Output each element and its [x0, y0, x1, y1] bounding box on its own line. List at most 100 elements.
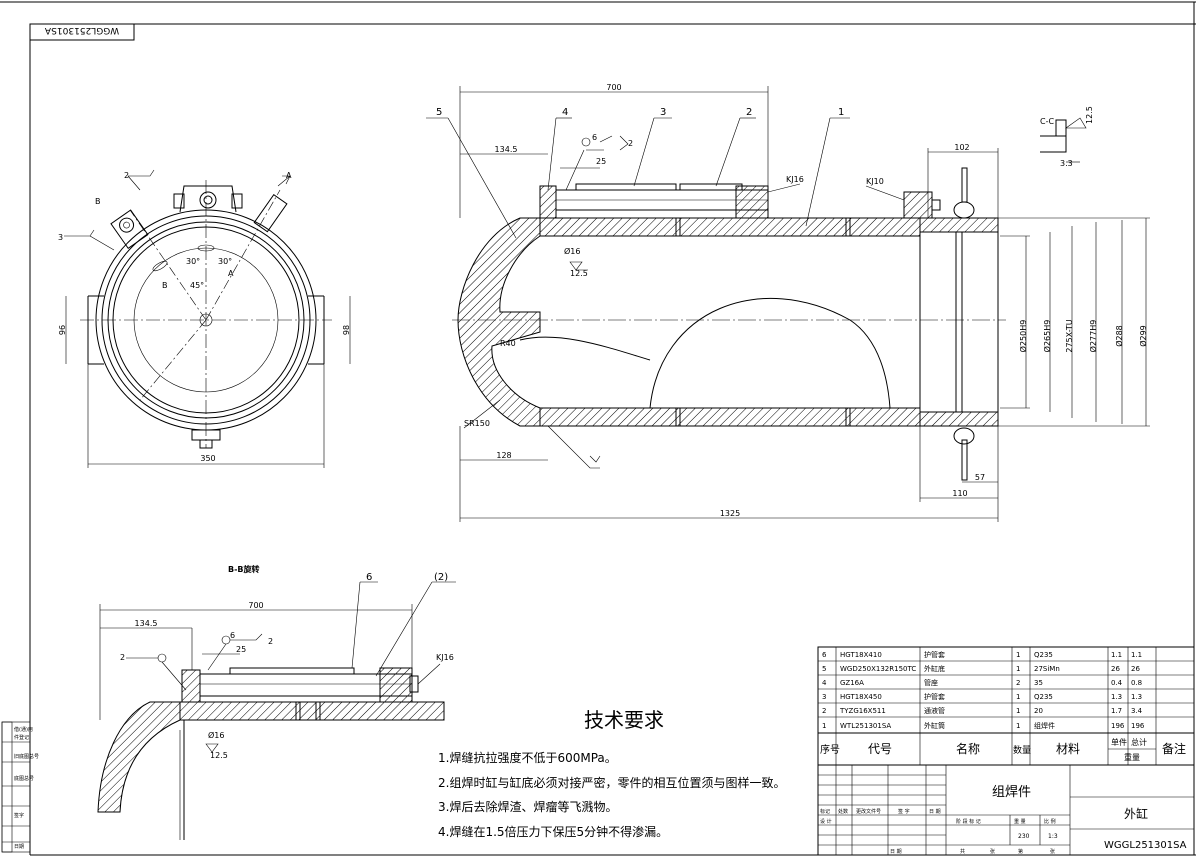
dia-299: Ø299: [1138, 325, 1148, 347]
sec-balloon-2: (2): [434, 572, 448, 583]
front-view: 700 134.5 25 102 1325 128 110 57 Ø250H9 …: [426, 83, 1150, 522]
svg-text:日 期: 日 期: [929, 809, 941, 815]
svg-text:处数: 处数: [838, 808, 848, 815]
bom-row: 5 WGD250X132R150TC 外缸底 1 27SiMn 26 26: [822, 664, 1140, 673]
bom-row: 3 HGT18X450 护管套 1 Q235 1.3 1.3: [822, 692, 1142, 701]
sec-dim-700: 700: [248, 601, 263, 610]
sec-d16: Ø16: [208, 730, 224, 740]
svg-text:总计: 总计: [1131, 737, 1147, 747]
front-dim-134: 134.5: [495, 145, 518, 154]
svg-text:签 字: 签 字: [898, 808, 910, 815]
angle-30a: 30°: [186, 257, 200, 266]
svg-text:0.4: 0.4: [1111, 679, 1123, 687]
svg-text:1: 1: [1016, 665, 1020, 673]
svg-text:1.1: 1.1: [1111, 651, 1122, 659]
svg-text:1: 1: [1016, 722, 1020, 730]
dim-96: 96: [58, 325, 67, 335]
sec-dim-25: 25: [236, 645, 246, 654]
front-weld6: 6: [592, 133, 597, 142]
dia-275: 275X-TU: [1065, 319, 1074, 352]
tech-item-3: 3.焊后去除焊渣、焊瘤等飞溅物。: [438, 799, 617, 814]
svg-text:更改文件号: 更改文件号: [856, 808, 881, 815]
svg-text:WGD250X132R150TC: WGD250X132R150TC: [840, 665, 916, 673]
stamp-text: WGGL251301SA: [44, 25, 119, 35]
bom-table: 6 HGT18X410 护管套 1 Q235 1.1 1.1 5 WGD250X…: [817, 646, 1195, 766]
svg-text:3.4: 3.4: [1131, 707, 1143, 715]
cc-33: 3.3: [1060, 159, 1073, 168]
tech-item-4: 4.焊缝在1.5倍压力下保压5分钟不得渗漏。: [438, 824, 668, 839]
front-kj10: KJ10: [866, 177, 884, 186]
strip-4: 底图总号: [14, 775, 34, 782]
svg-text:张: 张: [1050, 848, 1055, 855]
svg-text:外缸底: 外缸底: [924, 664, 945, 673]
svg-text:护管套: 护管套: [924, 692, 945, 701]
svg-text:6: 6: [822, 651, 827, 659]
svg-text:196: 196: [1111, 722, 1125, 730]
tech-title: 技术要求: [584, 708, 664, 732]
svg-text:Q235: Q235: [1034, 693, 1053, 701]
svg-text:1: 1: [1016, 651, 1020, 659]
dia-288: Ø288: [1114, 325, 1124, 347]
angle-45: 45°: [190, 281, 204, 290]
dia-250: Ø250H9: [1018, 320, 1028, 353]
sec-balloon-6: 6: [366, 572, 372, 583]
svg-text:2: 2: [822, 707, 826, 715]
drawing-number-stamp: WGGL251301SA: [29, 23, 135, 41]
svg-text:WTL251301SA: WTL251301SA: [840, 722, 891, 730]
svg-text:196: 196: [1131, 722, 1145, 730]
tech-item-1: 1.焊缝抗拉强度不低于600MPa。: [438, 750, 617, 765]
svg-text:GZ16A: GZ16A: [840, 679, 864, 687]
weld-2-side: 2: [124, 171, 129, 180]
svg-text:名称: 名称: [956, 741, 980, 756]
svg-text:管座: 管座: [924, 678, 938, 687]
svg-text:共: 共: [960, 848, 965, 855]
section-title: B-B旋转: [228, 564, 260, 574]
balloon-3: 3: [660, 107, 666, 118]
side-view: 350 96 98 30° 30° 45° A A B B 2 3: [58, 169, 351, 468]
label-b2: B: [162, 281, 168, 290]
label-a1: A: [286, 171, 292, 180]
balloon-2: 2: [746, 107, 752, 118]
bom-row: 1 WTL251301SA 外缸筒 1 组焊件 196 196: [822, 721, 1145, 730]
svg-text:外缸筒: 外缸筒: [924, 721, 945, 730]
tech-item-2: 2.组焊时缸与缸底必须对接严密，零件的相互位置须与图样一致。: [438, 775, 785, 790]
svg-text:1.3: 1.3: [1111, 693, 1122, 701]
bom-row: 2 TYZG16X511 通液管 1 20 1.7 3.4: [822, 706, 1143, 715]
label-a2: A: [228, 269, 234, 278]
cc-detail: C-C 12.5 3.3: [1040, 106, 1094, 168]
angle-30b: 30°: [218, 257, 232, 266]
svg-text:标记: 标记: [820, 808, 830, 815]
svg-text:2: 2: [1016, 679, 1020, 687]
title-assembly: 组焊件: [992, 784, 1031, 800]
svg-text:5: 5: [822, 665, 826, 673]
svg-text:代号: 代号: [868, 742, 892, 756]
svg-text:比 例: 比 例: [1044, 818, 1056, 825]
front-kj16: KJ16: [786, 175, 804, 184]
front-r40: R40: [500, 339, 516, 348]
balloon-4: 4: [562, 107, 568, 118]
svg-text:20: 20: [1034, 707, 1043, 715]
bom-row: 6 HGT18X410 护管套 1 Q235 1.1 1.1: [822, 650, 1142, 659]
cc-rough: 12.5: [1085, 106, 1094, 124]
strip-2: 件登记: [14, 734, 29, 741]
svg-text:1.7: 1.7: [1111, 707, 1122, 715]
svg-text:阶 段 标 记: 阶 段 标 记: [956, 818, 981, 825]
left-margin-strip: 借(通)用 件登记 旧底图总号 底图总号 签字 日期: [1, 721, 39, 853]
sec-dim-134: 134.5: [135, 619, 158, 628]
dim-350: 350: [200, 454, 215, 463]
front-dim-57: 57: [975, 473, 985, 482]
svg-text:1: 1: [822, 722, 826, 730]
sec-weld2-left: 2: [120, 653, 125, 662]
sec-weld6: 6: [230, 631, 235, 640]
svg-text:第: 第: [1018, 848, 1023, 855]
dim-98: 98: [342, 325, 351, 335]
svg-text:Q235: Q235: [1034, 651, 1053, 659]
svg-text:4: 4: [822, 679, 827, 687]
section-view: B-B旋转 700 134.5 25 Ø16 12.5 KJ16 2: [97, 564, 456, 840]
svg-text:1.3: 1.3: [1131, 693, 1142, 701]
sec-weld2-right: 2: [268, 637, 273, 646]
strip-1: 借(通)用: [14, 726, 33, 733]
svg-text:27SiMn: 27SiMn: [1034, 665, 1060, 673]
svg-text:通液管: 通液管: [924, 706, 945, 715]
title-part-name: 外缸: [1124, 806, 1148, 821]
